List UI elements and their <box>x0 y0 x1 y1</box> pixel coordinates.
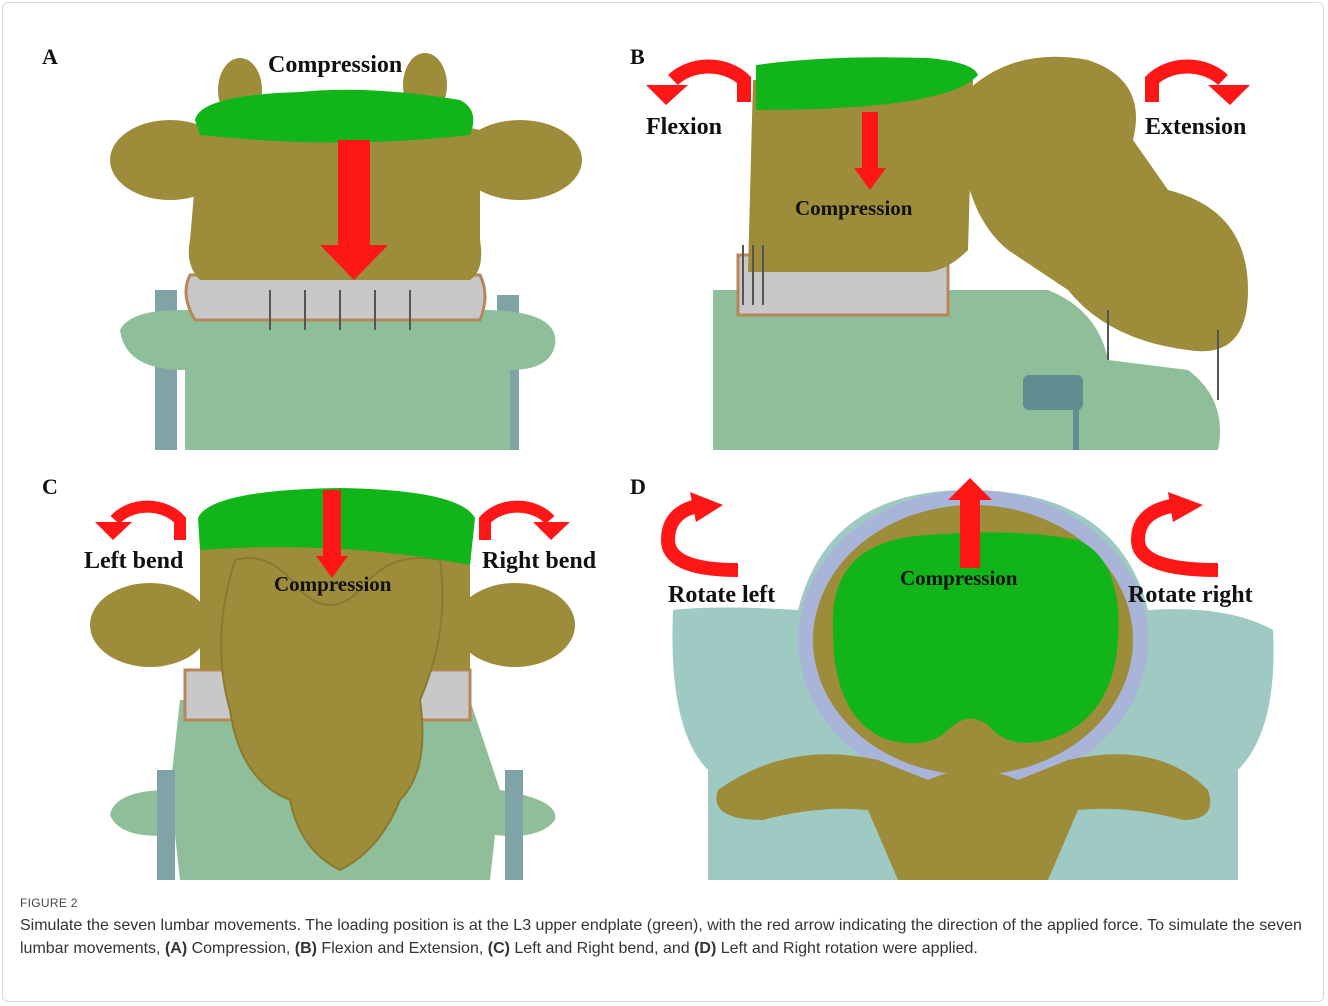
compression-arrow <box>323 490 341 558</box>
rotate-right-label: Rotate right <box>1128 582 1253 609</box>
panel-d-label: D <box>630 474 646 500</box>
flexion-label: Flexion <box>646 114 722 141</box>
panel-d-compression-label: Compression <box>900 566 1017 591</box>
endplate <box>195 90 473 143</box>
left-bend-label: Left bend <box>84 548 183 575</box>
figure-label: FIGURE 2 <box>20 896 1310 910</box>
panel-a-compression-label: Compression <box>268 52 402 79</box>
panel-c-compression-label: Compression <box>274 572 391 597</box>
rod-left <box>157 770 175 880</box>
flexion-arrow <box>673 67 744 102</box>
process-right <box>455 583 575 667</box>
compression-arrow <box>862 112 878 168</box>
extension-label: Extension <box>1145 114 1246 141</box>
disc <box>186 275 485 320</box>
panel-d-illustration <box>628 470 1288 880</box>
panel-b: B Flexion Extension Compression <box>628 40 1288 450</box>
caption-part-c: Left and Right bend, and <box>510 940 694 957</box>
rod-right <box>505 770 523 880</box>
panel-b-compression-label: Compression <box>795 196 912 221</box>
caption-ref-c: (C) <box>488 940 510 957</box>
compression-arrow <box>338 140 370 245</box>
caption-part-d: Left and Right rotation were applied. <box>716 940 978 957</box>
panel-a-illustration <box>40 40 620 450</box>
caption-ref-d: (D) <box>694 940 716 957</box>
caption-part-a: Compression, <box>187 940 295 957</box>
panel-c-label: C <box>42 474 58 500</box>
caption-part-b: Flexion and Extension, <box>317 940 488 957</box>
panel-b-label: B <box>630 44 645 70</box>
panel-c: C Left bend Right bend Compression <box>40 470 620 880</box>
panel-d: D Rotate left Rotate right Compression <box>628 470 1288 880</box>
panel-a: A Compression <box>40 40 620 450</box>
panel-b-illustration <box>628 40 1288 450</box>
panel-a-label: A <box>42 44 58 70</box>
right-bend-label: Right bend <box>482 548 596 575</box>
compression-arrow <box>960 498 980 568</box>
figure-caption: FIGURE 2 Simulate the seven lumbar movem… <box>20 896 1310 960</box>
extension-arrow <box>1152 67 1223 102</box>
caption-ref-a: (A) <box>165 940 187 957</box>
rotate-left-label: Rotate left <box>668 582 775 609</box>
lower-vertebra <box>120 310 555 450</box>
panel-c-illustration <box>40 470 620 880</box>
caption-text: Simulate the seven lumbar movements. The… <box>20 914 1310 960</box>
caption-ref-b: (B) <box>295 940 317 957</box>
process-left <box>90 583 210 667</box>
spinous-process <box>1028 130 1088 230</box>
